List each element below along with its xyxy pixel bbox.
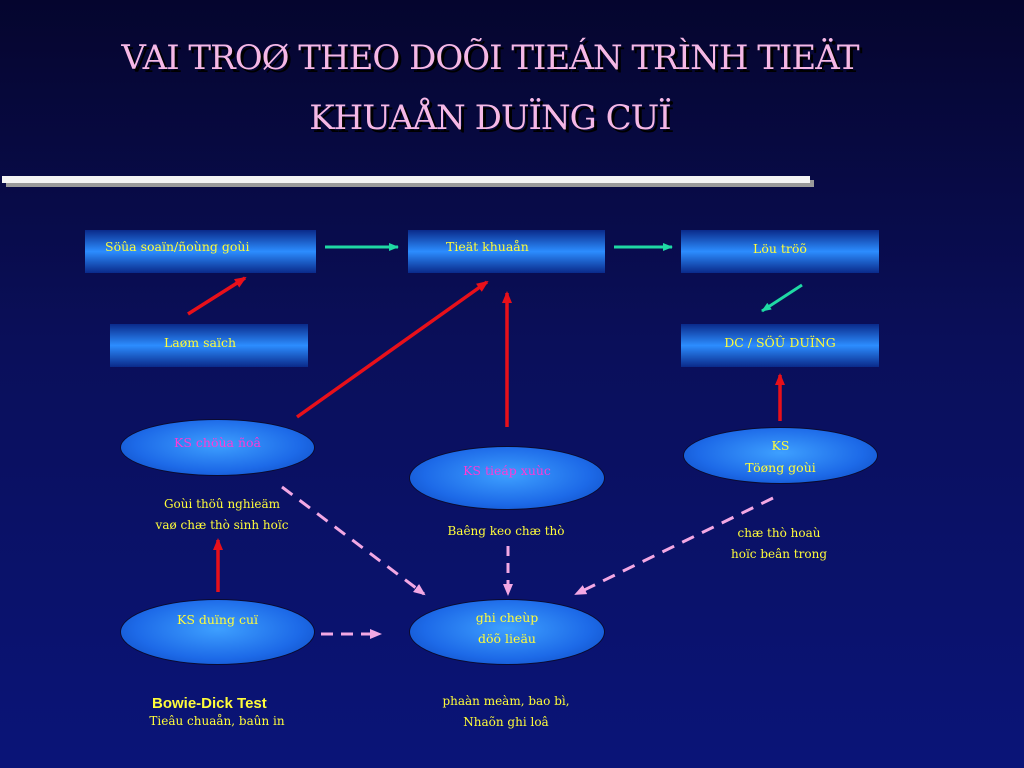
note-chi-thi-line-2: hoïc beân trong [731,547,827,561]
arrow-lam-sach-to-soan [187,276,247,316]
box-dc-su-dung: DC / SÖÛ DUÏNG [681,324,879,367]
title-divider [2,176,810,183]
note-phan-mem-line-2: Nhaõn ghi loâ [463,715,549,729]
note-goi-thu-nghiem: Goùi thöû nghieäm vaø chæ thò sinh hoïc [122,494,322,536]
note-bang-keo-line: Baêng keo chæ thò [447,524,565,538]
arrow-luu-to-dc [761,283,803,313]
note-bowie-dick-test: Bowie-Dick Test [152,695,267,712]
ellipse-ghi-chep: ghi cheùp döõ lieäu [409,599,605,665]
dashed-chua-hoa-to-ghi-chep [281,485,426,596]
note-tieu-chuan-line: Tieâu chuaån, baûn in [149,714,285,728]
ellipse-ks-chua-hoa-label: KS chöùa ñoâ [174,435,261,450]
note-goi-thu-nghiem-line-2: vaø chæ thò sinh hoïc [155,518,289,532]
note-bang-keo: Baêng keo chæ thò [406,521,606,542]
box-lam-sach-label: Laøm saïch [164,335,237,350]
box-soan-goi-label: Söûa soaïn/ñoùng goùi [105,239,250,254]
box-lam-sach: Laøm saïch [110,324,308,367]
box-tiet-khuan-label: Tieät khuaån [446,239,529,254]
note-chi-thi-line-1: chæ thò hoaù [737,526,821,540]
ellipse-ghi-chep-line-1: ghi cheùp [475,610,539,625]
note-phan-mem: phaàn meàm, bao bì, Nhaõn ghi loâ [406,691,606,733]
ellipse-ks-chua-hoa: KS chöùa ñoâ [120,419,315,476]
note-tieu-chuan: Tieâu chuaån, baûn in [117,711,317,732]
arrow-ks-chua-hoa-to-tiet [295,280,489,419]
box-dc-su-dung-label: DC / SÖÛ DUÏNG [724,335,836,350]
ellipse-ks-tong-goi-line-1: KS [771,438,790,453]
box-luu-tru-label: Löu tröõ [753,241,807,256]
ellipse-ks-dung-cu-label: KS duïng cuï [177,612,258,627]
ellipse-ks-tong-goi-line-2: Töøng goùi [745,460,816,475]
ellipse-ghi-chep-line-2: döõ lieäu [478,631,536,646]
box-soan-goi: Söûa soaïn/ñoùng goùi [85,230,316,273]
ellipse-ks-tong-goi: KS Töøng goùi [683,427,878,484]
note-goi-thu-nghiem-line-1: Goùi thöû nghieäm [163,497,281,511]
ellipse-ks-tiep-xuc-label: KS tieáp xuùc [463,463,551,478]
box-tiet-khuan: Tieät khuaån [408,230,605,273]
note-phan-mem-line-1: phaàn meàm, bao bì, [442,694,570,708]
box-luu-tru: Löu tröõ [681,230,879,273]
ellipse-ks-dung-cu: KS duïng cuï [120,599,315,665]
title-line-2: KHUAÅN DUÏNG CUÏ [309,98,672,138]
ellipse-ks-tiep-xuc: KS tieáp xuùc [409,446,605,510]
note-chi-thi-hoa-hoc: chæ thò hoaù hoïc beân trong [679,523,879,565]
title-line-1: VAI TROØ THEO DOÕI TIEÁN TRÌNH TIEÄT [121,38,859,78]
dashed-tong-goi-to-ghi-chep [574,496,774,596]
